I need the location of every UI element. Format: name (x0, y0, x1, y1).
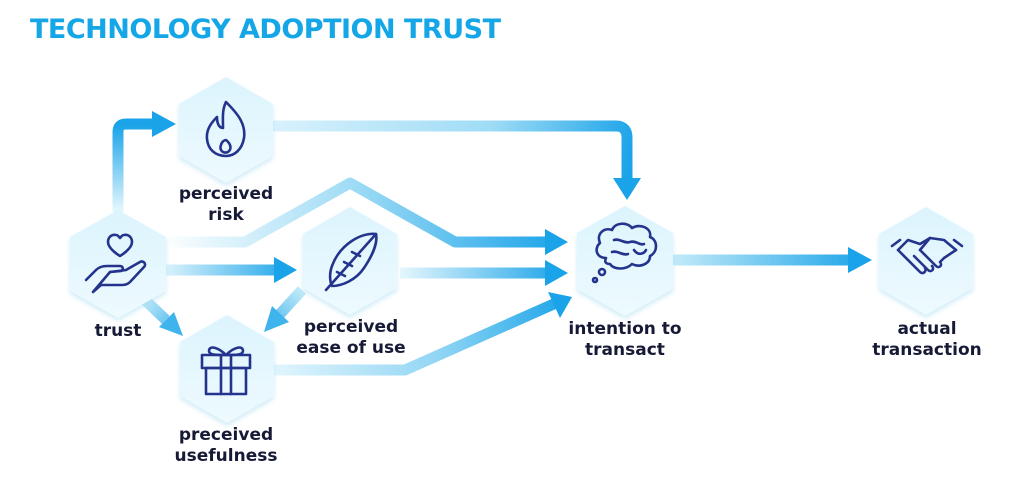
edge-trust-to-intention (160, 177, 548, 248)
node-intention-hexagon (577, 206, 673, 316)
diagram-title: TECHNOLOGY ADOPTION TRUST (30, 14, 501, 45)
arrowhead-usefulness-to-intention (548, 292, 572, 318)
arrowhead-ease-to-intention (545, 260, 568, 286)
edge-trust-to-usefulness (141, 296, 170, 324)
arrowhead-trust-to-risk (152, 111, 176, 137)
flame-icon (205, 100, 246, 158)
arrowhead-intention-to-transaction (848, 247, 872, 273)
edge-ease-to-usefulness (275, 286, 307, 318)
arrowhead-risk-to-intention (613, 178, 641, 200)
brain-thought-icon (591, 222, 658, 284)
node-label-trust: trust (94, 321, 142, 341)
arrowhead-ease-to-usefulness (264, 306, 289, 332)
node-risk-hexagon (179, 77, 273, 183)
heart-in-hand-icon (84, 233, 147, 294)
handshake-icon (890, 236, 964, 275)
feather-icon (324, 232, 378, 292)
gift-icon (200, 346, 252, 396)
arrowhead-trust-to-intention (545, 229, 568, 255)
arrowhead-trust-to-usefulness (159, 312, 183, 336)
edge-trust-to-risk (112, 118, 154, 212)
edge-usefulness-to-intention (270, 297, 559, 376)
node-transaction-hexagon (879, 207, 973, 315)
node-ease-hexagon (303, 207, 397, 315)
edge-risk-to-intention (268, 120, 633, 182)
arrowhead-trust-to-ease (274, 257, 297, 283)
